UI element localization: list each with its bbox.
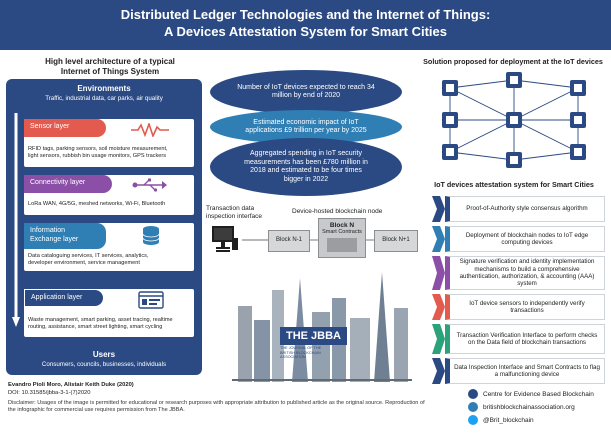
iot-network-diagram: [442, 72, 586, 168]
page-title-line1: Distributed Ledger Technologies and the …: [120, 7, 491, 22]
jbba-logo: THE JBBA THE JOURNAL OF THE BRITISH BLOC…: [280, 326, 348, 360]
chevron-right-icon: [432, 226, 445, 252]
attestation-item-inspection: Data Inspection Interface and Smart Cont…: [445, 358, 605, 384]
attestation-item-sensors: IoT device sensors to independently veri…: [445, 294, 605, 320]
architecture-panel: Environments Traffic, industrial data, c…: [6, 79, 202, 375]
chevron-right-icon: [432, 196, 445, 222]
attestation-item-verification: Transaction Verification Interface to pe…: [445, 324, 605, 354]
contact-twitter-text[interactable]: @Brit_blockchain: [483, 416, 534, 424]
contact-website-text[interactable]: britishblockchainassociation.org: [483, 403, 575, 411]
chevron-right-icon: [432, 256, 445, 290]
computer-monitor-icon: [212, 226, 238, 252]
flow-arrow-icon: [12, 113, 20, 327]
city-skyline-illustration: [232, 268, 412, 382]
sensor-wave-icon: [131, 123, 169, 137]
attestation-item-signature: Signature verification and identity impl…: [445, 256, 605, 290]
stat-security-spending: Aggregated spending in IoT security meas…: [210, 138, 402, 196]
attestation-item-consensus: Proof-of-Authority style consensus algor…: [445, 196, 605, 222]
sensor-layer-desc: RFID tags, parking sensors, soil moistur…: [28, 146, 168, 159]
page-header: Distributed Ledger Technologies and the …: [0, 0, 611, 50]
environments-subtitle: Traffic, industrial data, car parks, air…: [45, 95, 163, 102]
architecture-title-line2: Internet of Things System: [60, 67, 160, 76]
contact-twitter[interactable]: @Brit_blockchain: [468, 415, 534, 425]
stat-iot-devices: Number of IoT devices expected to reach …: [210, 70, 402, 114]
globe-icon: [468, 389, 478, 399]
attestation-item-deployment: Deployment of blockchain nodes to IoT ed…: [445, 226, 605, 252]
users-subtitle: Consumers, councils, businesses, individ…: [41, 361, 167, 368]
chevron-right-icon: [432, 324, 445, 354]
connectivity-layer-desc: LoRa WAN, 4G/5G, meshed networks, Wi-Fi,…: [28, 201, 166, 207]
database-icon: [142, 226, 160, 245]
architecture-title: High level architecture of a typical Int…: [30, 57, 190, 77]
architecture-title-line1: High level architecture of a typical: [45, 57, 175, 66]
connectivity-layer-label: Connectivity layer: [24, 175, 112, 193]
solution-title: Solution proposed for deployment at the …: [423, 57, 603, 66]
link-icon: [468, 402, 478, 412]
block-n-plus-1: Block N+1: [374, 230, 418, 252]
information-exchange-layer-label: Information Exchange layer: [24, 223, 106, 249]
block-n-minus-1: Block N-1: [268, 230, 310, 252]
chevron-right-icon: [432, 358, 445, 384]
footer-doi: DOI: 10.31585/jbba-3-1-(7)2020: [8, 390, 91, 396]
transaction-interface-label: Transaction data inspection interface: [206, 205, 263, 220]
twitter-icon: [468, 415, 478, 425]
attestation-title: IoT devices attestation system for Smart…: [434, 180, 594, 189]
footer-authors: Evandro Pioli Moro, Alistair Keith Duke …: [8, 382, 134, 388]
application-layer-desc: Waste management, smart parking, asset t…: [28, 317, 173, 330]
block-n: Block N Smart Contracts: [318, 218, 366, 258]
chevron-right-icon: [432, 294, 445, 320]
sensor-layer-label: Sensor layer: [24, 119, 106, 137]
contact-centre: Centre for Evidence Based Blockchain: [468, 389, 594, 399]
application-layer-label: Application layer: [24, 289, 104, 307]
environments-heading: Environments: [77, 84, 131, 93]
contact-website[interactable]: britishblockchainassociation.org: [468, 402, 575, 412]
users-heading: Users: [92, 350, 116, 359]
page-title-line2: A Devices Attestation System for Smart C…: [164, 24, 447, 39]
information-exchange-layer-desc: Data cataloguing services, IT services, …: [28, 253, 149, 266]
usb-icon: [132, 178, 167, 192]
footer-disclaimer: Disclaimer: Usages of the image is permi…: [8, 400, 425, 413]
app-window-icon: [138, 291, 164, 309]
blockchain-node-label: Device-hosted blockchain node: [292, 208, 383, 215]
contact-centre-text: Centre for Evidence Based Blockchain: [483, 390, 594, 398]
